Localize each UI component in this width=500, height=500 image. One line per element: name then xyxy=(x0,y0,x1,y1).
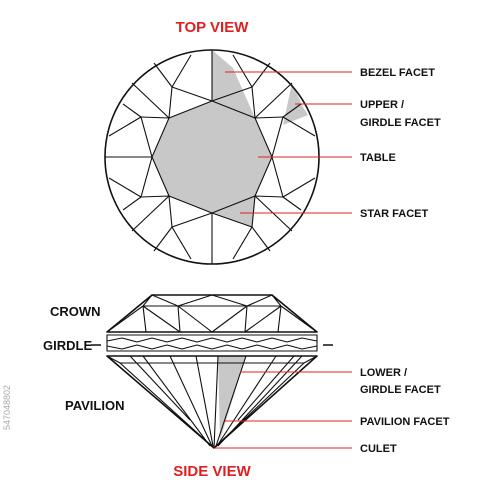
table-highlight xyxy=(152,101,272,213)
side-view-title: SIDE VIEW xyxy=(173,463,251,480)
star-facet-highlight xyxy=(212,196,255,227)
girdle-edges xyxy=(106,337,318,350)
top-view-diamond xyxy=(104,49,320,265)
pavilion-facets xyxy=(106,355,318,449)
top-view-pointers xyxy=(225,71,352,214)
stock-id-watermark: 547048802 xyxy=(2,385,12,430)
crown-label: CROWN xyxy=(50,304,101,319)
lower-girdle-facet-label-line2: GIRDLE FACET xyxy=(360,384,441,396)
crown-outline xyxy=(106,294,318,333)
pavilion-outline xyxy=(106,355,318,449)
girdle-label: GIRDLE xyxy=(43,338,92,353)
top-view-title: TOP VIEW xyxy=(176,19,250,36)
table-label: TABLE xyxy=(360,152,396,164)
star-facet-label: STAR FACET xyxy=(360,208,429,220)
girdle-band xyxy=(106,334,318,352)
bezel-facet-label: BEZEL FACET xyxy=(360,67,435,79)
upper-girdle-facet-label-line2: GIRDLE FACET xyxy=(360,117,441,129)
upper-girdle-facets xyxy=(108,54,316,260)
pavilion-facet-label: PAVILION FACET xyxy=(360,416,450,428)
lower-girdle-facet-label-line1: LOWER / xyxy=(360,367,407,379)
pavilion-label: PAVILION xyxy=(65,398,124,413)
side-view-diamond xyxy=(106,294,318,449)
upper-girdle-facet-label-line1: UPPER / xyxy=(360,99,404,111)
culet-label: CULET xyxy=(360,443,397,455)
side-view-pointers xyxy=(214,371,352,449)
bezel-facet-highlight xyxy=(212,50,255,118)
crown-facets xyxy=(106,294,318,333)
